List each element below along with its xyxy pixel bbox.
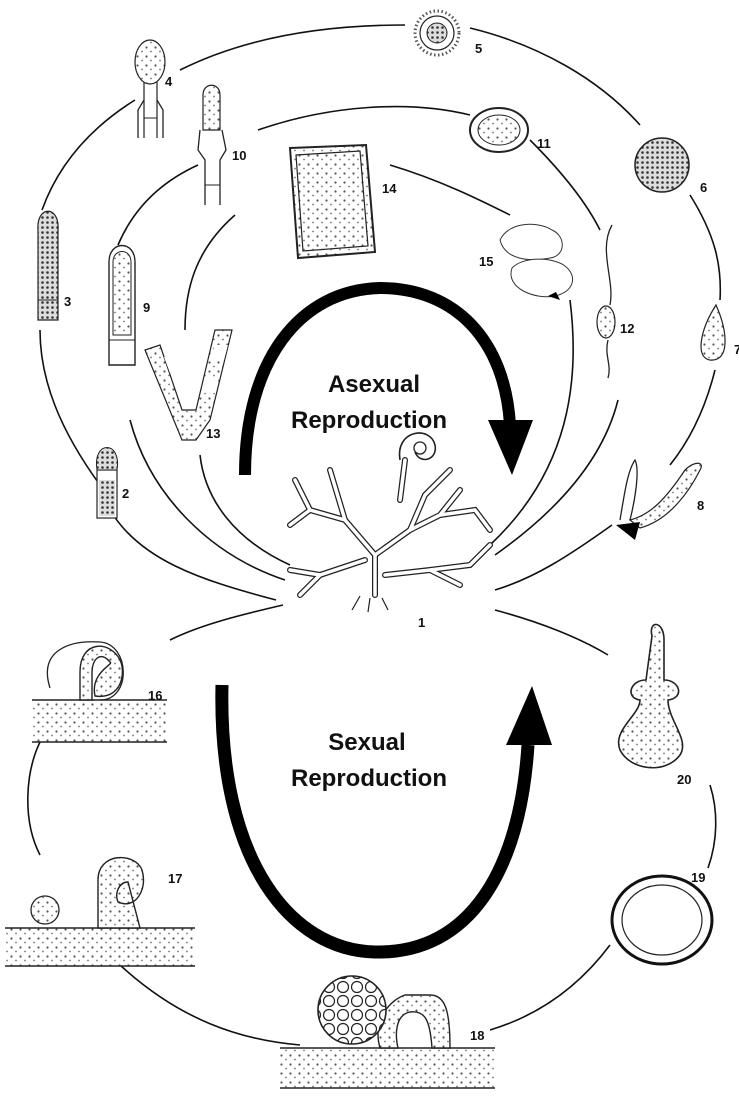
sexual-arrow: [222, 685, 552, 952]
asexual-title-line2: Reproduction: [291, 407, 447, 434]
stage-label-4: 4: [165, 74, 173, 89]
stage-3-sporangium: 3: [38, 211, 71, 320]
stage-label-19: 19: [691, 870, 705, 885]
stage-label-9: 9: [143, 300, 150, 315]
stage-label-11: 11: [537, 136, 551, 151]
stage-6-spore: 6: [635, 138, 707, 195]
stage-label-1: 1: [418, 615, 425, 630]
stage-1-mycelium: 1: [290, 433, 490, 630]
stage-18-oogonium: 18: [280, 976, 495, 1088]
stage-label-12: 12: [620, 321, 634, 336]
stage-5-spore: 5: [415, 11, 482, 56]
stage-label-14: 14: [382, 181, 397, 196]
stage-label-6: 6: [700, 180, 707, 195]
stage-label-2: 2: [122, 486, 129, 501]
stage-13-branching: 13: [145, 330, 232, 441]
stage-7-germling: 7: [701, 305, 739, 360]
stage-11-cyst: 11: [470, 108, 551, 152]
stage-2-sporangium: 2: [96, 448, 129, 519]
stage-19-oospore: 19: [612, 870, 712, 964]
stage-12-zoospore: 12: [597, 225, 634, 378]
stage-label-3: 3: [64, 294, 71, 309]
asexual-title-line1: Asexual: [328, 371, 420, 398]
stage-label-5: 5: [475, 41, 482, 56]
stage-label-18: 18: [470, 1028, 484, 1043]
stage-10-sporangium: 10: [198, 85, 246, 205]
stage-4-sporangium: 4: [135, 40, 173, 138]
stage-label-20: 20: [677, 772, 691, 787]
stage-label-16: 16: [148, 688, 162, 703]
stage-16-hook: 16: [32, 642, 167, 742]
stage-17-antheridium: 17: [5, 858, 195, 966]
stage-label-17: 17: [168, 871, 182, 886]
stage-label-13: 13: [206, 426, 220, 441]
stage-label-15: 15: [479, 254, 493, 269]
stage-label-8: 8: [697, 498, 704, 513]
stage-9-sporangium: 9: [109, 246, 150, 366]
sexual-title-line1: Sexual: [328, 729, 405, 756]
stage-8-germ-tube: 8: [616, 460, 704, 540]
sexual-title-line2: Reproduction: [291, 765, 447, 792]
sexual-rings: [28, 605, 716, 1045]
stage-15-empty-cysts: 15: [479, 224, 573, 300]
stage-14-oospore-block: 14: [290, 145, 397, 258]
stage-label-10: 10: [232, 148, 246, 163]
stage-label-7: 7: [734, 342, 739, 357]
stage-20-germinating-oospore: 20: [619, 624, 692, 787]
